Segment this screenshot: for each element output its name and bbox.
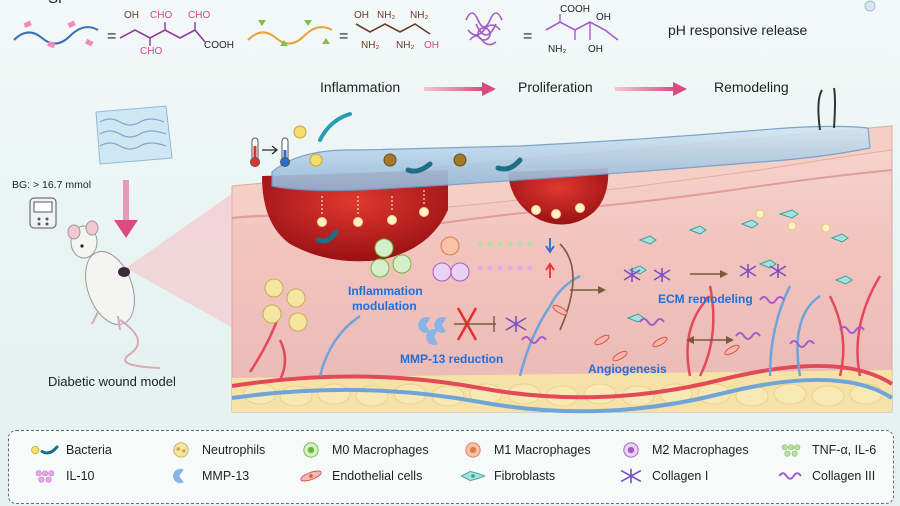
ald-oh: OH — [124, 10, 139, 21]
thermometer-icon — [250, 137, 290, 167]
ac-oh-1: OH — [596, 12, 611, 23]
ac-nh2: NH₂ — [548, 44, 567, 55]
arrow-right-icon — [615, 82, 687, 96]
am-nh2-1: NH₂ — [377, 10, 396, 21]
bacteria-icon — [31, 445, 59, 455]
ald-cho-3: CHO — [188, 10, 211, 21]
legend-item-endothelial: Endothelial cells — [296, 467, 422, 485]
legend-label: TNF-α, IL-6 — [812, 443, 877, 457]
am-nh2-4: NH₂ — [410, 10, 429, 21]
mmp-reduction-label: MMP-13 reduction — [400, 352, 504, 366]
legend-label: M1 Macrophages — [494, 443, 591, 457]
sf-partial-label: SF — [48, 0, 67, 7]
legend-label: Collagen I — [652, 469, 709, 483]
arrow-down-icon — [114, 180, 138, 238]
ald-cho-1: CHO — [150, 10, 173, 21]
collagen3-icon — [778, 472, 802, 480]
amine-polymer-icon — [247, 20, 333, 46]
wound-illustration — [231, 87, 894, 414]
equals-2: = — [339, 28, 349, 45]
polymer-tangle-icon — [465, 12, 503, 46]
am-nh2-2: NH₂ — [361, 40, 380, 51]
legend-item-m0: M0 Macrophages — [296, 441, 429, 459]
legend-item-mmp13: MMP-13 — [166, 467, 249, 485]
legend-label: Bacteria — [66, 443, 112, 457]
legend-item-neutrophils: Neutrophils — [166, 441, 265, 459]
mmp13-icon — [173, 468, 184, 484]
legend-label: Endothelial cells — [332, 469, 423, 483]
equals-1: = — [107, 28, 117, 45]
legend-label: Fibroblasts — [494, 469, 556, 483]
diabetic-model-panel — [29, 105, 240, 369]
neutrophil-icon — [262, 278, 308, 332]
legend-label: IL-10 — [66, 469, 95, 483]
equals-3: = — [523, 28, 533, 45]
m2-macrophage-icon — [432, 262, 470, 282]
ald-cho-2: CHO — [140, 46, 163, 57]
fibroblast-icon — [460, 471, 486, 481]
legend-item-fibroblasts: Fibroblasts — [458, 467, 555, 485]
angiogenesis-label: Angiogenesis — [588, 362, 667, 376]
legend-item-collagen3: Collagen III — [776, 467, 875, 485]
m0-macrophage-icon — [303, 442, 319, 458]
glucometer-icon — [29, 197, 57, 229]
am-oh-2: OH — [424, 40, 439, 51]
il10-icon — [35, 470, 55, 483]
mouse-icon — [67, 220, 161, 369]
ac-oh-2: OH — [588, 44, 603, 55]
inflammation-modulation-line2: modulation — [352, 299, 417, 313]
stage-remodeling: Remodeling — [714, 79, 789, 95]
ald-cooh: COOH — [204, 40, 234, 51]
legend-item-m2: M2 Macrophages — [616, 441, 749, 459]
inflammation-modulation-line1: Inflammation — [348, 284, 423, 298]
chemistry-band — [13, 0, 876, 49]
m0-macrophage-icon — [370, 238, 412, 278]
collagen1-icon — [620, 468, 642, 484]
m2-macrophage-icon — [623, 442, 639, 458]
bacteria-icon — [293, 112, 523, 244]
aldehyde-polymer-icon — [13, 20, 99, 49]
legend-label: M0 Macrophages — [332, 443, 429, 457]
m1-macrophage-icon — [440, 236, 460, 256]
endothelial-icon — [552, 304, 740, 362]
legend-label: MMP-13 — [202, 469, 250, 483]
m1-macrophage-icon — [465, 442, 481, 458]
bg-label: BG: > 16.7 mmol — [12, 179, 92, 191]
legend-item-il10: IL-10 — [30, 467, 95, 485]
model-label: Diabetic wound model — [48, 374, 176, 389]
legend-item-tnf: TNF-α, IL-6 — [776, 441, 876, 459]
stage-arrows — [424, 82, 687, 96]
legend-item-collagen1: Collagen I — [616, 467, 708, 485]
legend-item-bacteria: Bacteria — [30, 441, 112, 459]
fibroblast-icon — [626, 209, 853, 323]
legend-label: Neutrophils — [202, 443, 266, 457]
am-oh-1: OH — [354, 10, 369, 21]
ac-cooh: COOH — [560, 4, 590, 15]
collagen1-icon — [505, 316, 527, 332]
legend — [8, 430, 894, 504]
ecm-remodeling-label: ECM remodeling — [658, 292, 753, 306]
am-nh2-3: NH₂ — [396, 40, 415, 51]
stage-proliferation: Proliferation — [518, 79, 593, 95]
cytokine-icon — [781, 444, 801, 457]
mmp13-icon — [418, 317, 446, 345]
legend-item-m1: M1 Macrophages — [458, 441, 591, 459]
ph-release-label: pH responsive release — [668, 22, 808, 38]
hydrogel-patch-icon — [95, 105, 173, 165]
legend-label: Collagen III — [812, 469, 876, 483]
arrow-right-icon — [424, 82, 496, 96]
legend-label: M2 Macrophages — [652, 443, 749, 457]
stage-inflammation: Inflammation — [320, 79, 401, 95]
neutrophil-icon — [173, 442, 189, 458]
endothelial-icon — [300, 470, 322, 482]
